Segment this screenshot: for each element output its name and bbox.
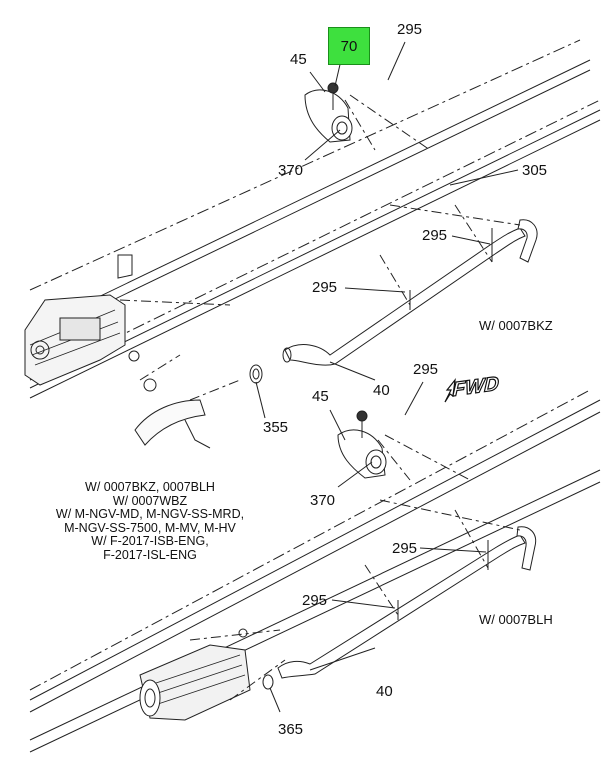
highlighted-callout-label: 70 <box>340 38 358 55</box>
callout-305[interactable]: 305 <box>522 162 548 179</box>
upper-engine <box>24 254 241 401</box>
callout-370[interactable]: 370 <box>310 492 336 509</box>
lower-tailpipe <box>277 526 537 679</box>
callout-355[interactable]: 355 <box>263 419 289 436</box>
callout-365[interactable]: 365 <box>278 721 304 738</box>
fwd-arrow-icon <box>444 377 456 403</box>
callout-295[interactable]: 295 <box>312 279 338 296</box>
note-line: F-2017-ISL-ENG <box>103 547 197 562</box>
note-line: W/ F-2017-ISB-ENG, <box>91 534 209 548</box>
callout-45[interactable]: 45 <box>290 51 307 68</box>
lower-def-assembly <box>337 410 471 481</box>
lower-aftertreatment <box>139 628 286 721</box>
note-line: W/ 0007WBZ <box>112 493 188 508</box>
fwd-indicator: FWD <box>443 372 503 410</box>
callout-295[interactable]: 295 <box>422 227 448 244</box>
upper-clamp-355 <box>249 364 266 419</box>
lower-variant-label: W/ 0007BLH <box>479 612 553 627</box>
upper-elbow-pipe <box>134 399 211 449</box>
upper-tailpipe <box>282 219 538 381</box>
note-line: W/ M-NGV-MD, M-NGV-SS-MRD, <box>55 507 245 521</box>
highlighted-callout-box[interactable]: 70 <box>328 27 370 65</box>
callout-370[interactable]: 370 <box>278 162 304 179</box>
callout-295[interactable]: 295 <box>413 361 439 378</box>
note-line: M-NGV-SS-7500, M-MV, M-HV <box>64 520 236 535</box>
applicability-note: W/ 0007BKZ, 0007BLH W/ 0007WBZ W/ M-NGV-… <box>20 480 280 562</box>
callout-40[interactable]: 40 <box>373 382 390 399</box>
callout-295[interactable]: 295 <box>392 540 418 557</box>
callout-40[interactable]: 40 <box>376 683 393 700</box>
lower-leaders <box>329 381 487 609</box>
upper-leaders <box>304 41 519 293</box>
upper-variant-label: W/ 0007BKZ <box>479 318 553 333</box>
callout-295[interactable]: 295 <box>302 592 328 609</box>
callout-295[interactable]: 295 <box>397 21 423 38</box>
lower-clamp-365 <box>262 674 281 713</box>
note-line: W/ 0007BKZ, 0007BLH <box>85 480 215 494</box>
upper-hangers <box>379 204 521 306</box>
callout-45[interactable]: 45 <box>312 388 329 405</box>
upper-def-assembly <box>304 82 431 151</box>
lower-frame-rail <box>29 389 601 753</box>
lower-hangers <box>364 499 521 616</box>
